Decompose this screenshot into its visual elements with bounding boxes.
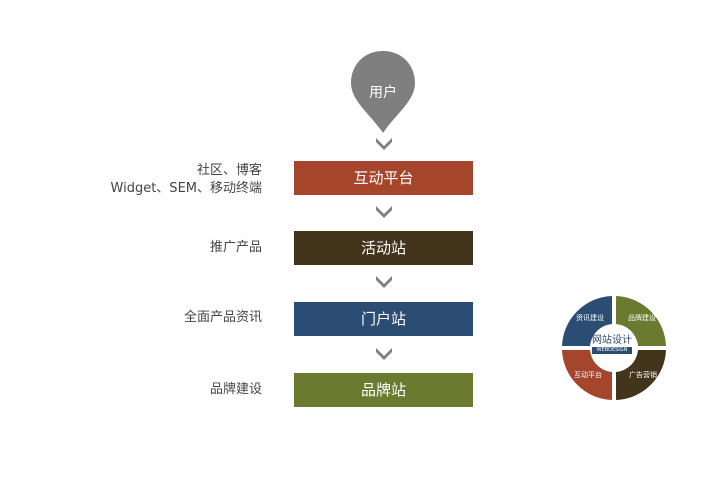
- user-pin-icon: [351, 51, 415, 133]
- stage-interactive-platform: 互动平台: [294, 161, 473, 195]
- side-label-line: Widget、SEM、移动终端: [110, 181, 262, 196]
- ring-label-brand: 品牌建设: [628, 314, 656, 322]
- user-label: 用户: [369, 85, 397, 101]
- ring-segment-interactive: [562, 350, 612, 400]
- ring-center-subtitle: WEBDESIGN: [592, 347, 632, 354]
- stage-side-label: 社区、博客 Widget、SEM、移动终端: [111, 162, 262, 198]
- ring-label-interactive: 互动平台: [574, 371, 602, 379]
- ring-segment-brand: [616, 296, 666, 346]
- ring-center-badge: 网站设计 WEBDESIGN: [590, 335, 634, 359]
- stage-portal-site: 门户站: [294, 302, 473, 336]
- stage-side-label: 推广产品: [209, 240, 262, 255]
- chevron-down-icon: [376, 206, 392, 218]
- chevron-down-icon: [376, 348, 392, 360]
- stage-side-label: 全面产品资讯: [183, 310, 262, 325]
- chevron-down-icon: [376, 138, 392, 150]
- side-label-line: 社区、博客: [196, 163, 262, 178]
- website-design-ring: [562, 296, 666, 400]
- ring-center-title: 网站设计: [592, 335, 632, 346]
- stage-brand-site: 品牌站: [294, 373, 473, 407]
- stage-campaign-site: 活动站: [294, 231, 473, 265]
- ring-label-info: 资讯建设: [576, 314, 604, 322]
- stage-side-label: 品牌建设: [209, 382, 262, 397]
- ring-segment-info: [562, 296, 612, 346]
- chevron-down-icon: [376, 276, 392, 288]
- ring-label-ads: 广告营销: [629, 371, 657, 379]
- ring-segment-ads: [616, 350, 666, 400]
